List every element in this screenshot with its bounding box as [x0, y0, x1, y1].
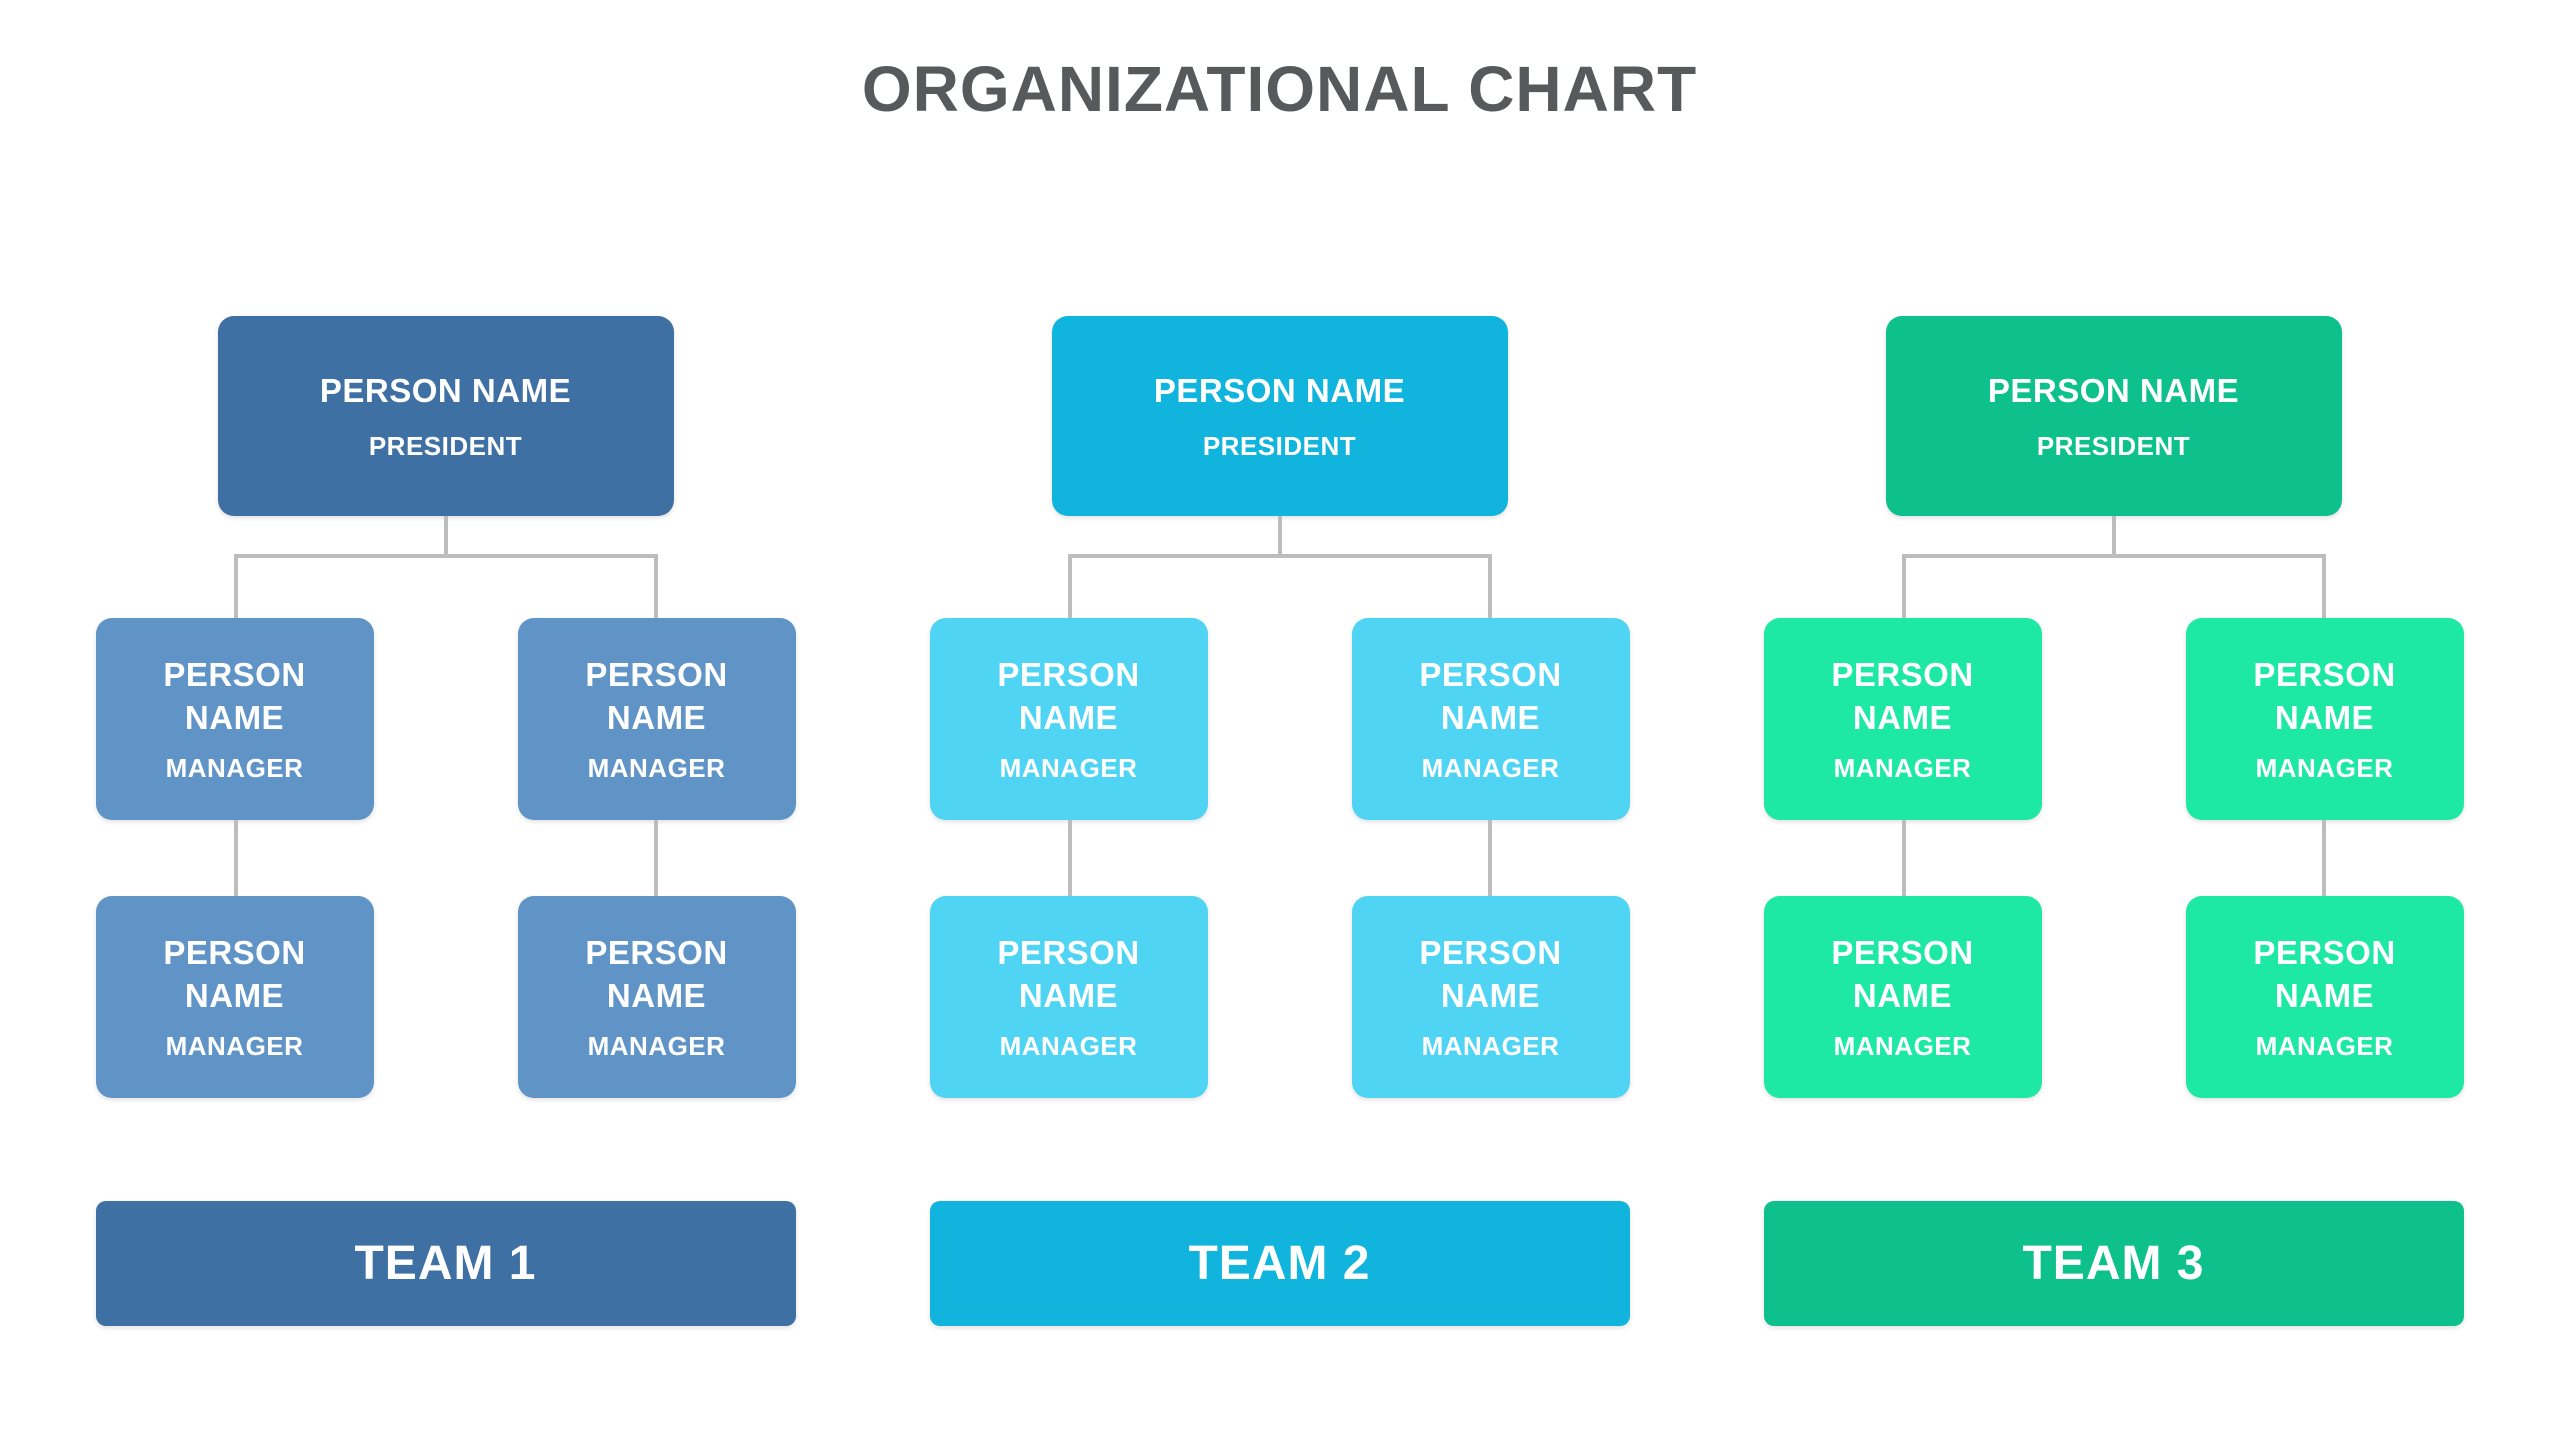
person-role: MANAGER	[2255, 1031, 2394, 1062]
person-name: PERSON NAME	[1419, 655, 1562, 736]
team-3-banner: TEAM 3	[1763, 1201, 2464, 1326]
person-role: PRESIDENT	[1202, 430, 1357, 461]
team-2-managers-connector	[930, 820, 1630, 896]
person-role: PRESIDENT	[2036, 430, 2191, 461]
team-3-manager-node: PERSON NAME MANAGER	[1763, 896, 2042, 1098]
team-1-manager-node: PERSON NAME MANAGER	[517, 618, 796, 820]
person-name: PERSON NAME	[2253, 655, 2396, 736]
person-name: PERSON NAME	[1419, 933, 1562, 1014]
person-name: PERSON NAME	[585, 933, 728, 1014]
person-role: MANAGER	[1421, 753, 1560, 784]
team-2-manager-node: PERSON NAME MANAGER	[929, 896, 1208, 1098]
connector-line-vertical	[1901, 820, 1906, 896]
team-3-column: PERSON NAME PRESIDENT PERSON NAME MANAGE…	[1763, 316, 2464, 1326]
team-2-manager-node: PERSON NAME MANAGER	[1351, 896, 1630, 1098]
team-2-banner: TEAM 2	[929, 1201, 1630, 1326]
page-title: ORGANIZATIONAL CHART	[861, 53, 1698, 125]
connector-line-vertical	[1067, 554, 1072, 618]
person-role: MANAGER	[165, 1031, 304, 1062]
team-2-president-node: PERSON NAME PRESIDENT	[1051, 316, 1508, 516]
team-1-manager-node: PERSON NAME MANAGER	[517, 896, 796, 1098]
team-1-managers-connector	[96, 820, 796, 896]
connector-line-vertical	[1277, 516, 1282, 556]
person-name: PERSON NAME	[997, 655, 1140, 736]
person-name: PERSON NAME	[163, 933, 306, 1014]
person-role: MANAGER	[1833, 753, 1972, 784]
person-role: MANAGER	[1421, 1031, 1560, 1062]
connector-line-horizontal	[233, 554, 658, 558]
person-name: PERSON NAME	[1831, 655, 1974, 736]
person-role: PRESIDENT	[368, 430, 523, 461]
person-role: MANAGER	[587, 753, 726, 784]
team-1-banner: TEAM 1	[95, 1201, 796, 1326]
connector-line-horizontal	[1901, 554, 2326, 558]
team-1-president-connector	[96, 516, 796, 618]
team-2-manager-node: PERSON NAME MANAGER	[929, 618, 1208, 820]
team-3-manager-node: PERSON NAME MANAGER	[2185, 896, 2464, 1098]
connector-line-vertical	[2321, 554, 2326, 618]
team-1-managers-row-1: PERSON NAME MANAGER PERSON NAME MANAGER	[95, 618, 796, 820]
person-name: PERSON NAME	[997, 933, 1140, 1014]
team-3-president-connector	[1764, 516, 2464, 618]
team-1-manager-node: PERSON NAME MANAGER	[95, 896, 374, 1098]
team-2-president-connector	[930, 516, 1630, 618]
team-2-manager-node: PERSON NAME MANAGER	[1351, 618, 1630, 820]
person-name: PERSON NAME	[1153, 372, 1406, 410]
connector-line-vertical	[2111, 516, 2116, 556]
team-1-manager-node: PERSON NAME MANAGER	[95, 618, 374, 820]
person-role: MANAGER	[2255, 753, 2394, 784]
person-name: PERSON NAME	[2253, 933, 2396, 1014]
team-2-column: PERSON NAME PRESIDENT PERSON NAME MANAGE…	[929, 316, 1630, 1326]
connector-line-vertical	[653, 554, 658, 618]
person-name: PERSON NAME	[585, 655, 728, 736]
person-name: PERSON NAME	[319, 372, 572, 410]
person-role: MANAGER	[587, 1031, 726, 1062]
connector-line-vertical	[1901, 554, 1906, 618]
team-3-manager-node: PERSON NAME MANAGER	[2185, 618, 2464, 820]
connector-line-vertical	[1487, 554, 1492, 618]
person-role: MANAGER	[999, 1031, 1138, 1062]
connector-line-vertical	[233, 554, 238, 618]
connector-line-vertical	[233, 820, 238, 896]
team-3-managers-row-2: PERSON NAME MANAGER PERSON NAME MANAGER	[1763, 896, 2464, 1098]
person-name: PERSON NAME	[1987, 372, 2240, 410]
connector-line-vertical	[443, 516, 448, 556]
team-1-president-node: PERSON NAME PRESIDENT	[217, 316, 674, 516]
team-3-manager-node: PERSON NAME MANAGER	[1763, 618, 2042, 820]
connector-line-horizontal	[1067, 554, 1492, 558]
team-3-president-node: PERSON NAME PRESIDENT	[1885, 316, 2342, 516]
person-role: MANAGER	[1833, 1031, 1972, 1062]
team-3-managers-connector	[1764, 820, 2464, 896]
teams-container: PERSON NAME PRESIDENT PERSON NAME MANAGE…	[0, 316, 2559, 1326]
team-1-managers-row-2: PERSON NAME MANAGER PERSON NAME MANAGER	[95, 896, 796, 1098]
connector-line-vertical	[2321, 820, 2326, 896]
person-name: PERSON NAME	[163, 655, 306, 736]
person-role: MANAGER	[165, 753, 304, 784]
team-1-column: PERSON NAME PRESIDENT PERSON NAME MANAGE…	[95, 316, 796, 1326]
team-2-managers-row-2: PERSON NAME MANAGER PERSON NAME MANAGER	[929, 896, 1630, 1098]
connector-line-vertical	[653, 820, 658, 896]
connector-line-vertical	[1067, 820, 1072, 896]
person-role: MANAGER	[999, 753, 1138, 784]
connector-line-vertical	[1487, 820, 1492, 896]
person-name: PERSON NAME	[1831, 933, 1974, 1014]
team-2-managers-row-1: PERSON NAME MANAGER PERSON NAME MANAGER	[929, 618, 1630, 820]
team-3-managers-row-1: PERSON NAME MANAGER PERSON NAME MANAGER	[1763, 618, 2464, 820]
